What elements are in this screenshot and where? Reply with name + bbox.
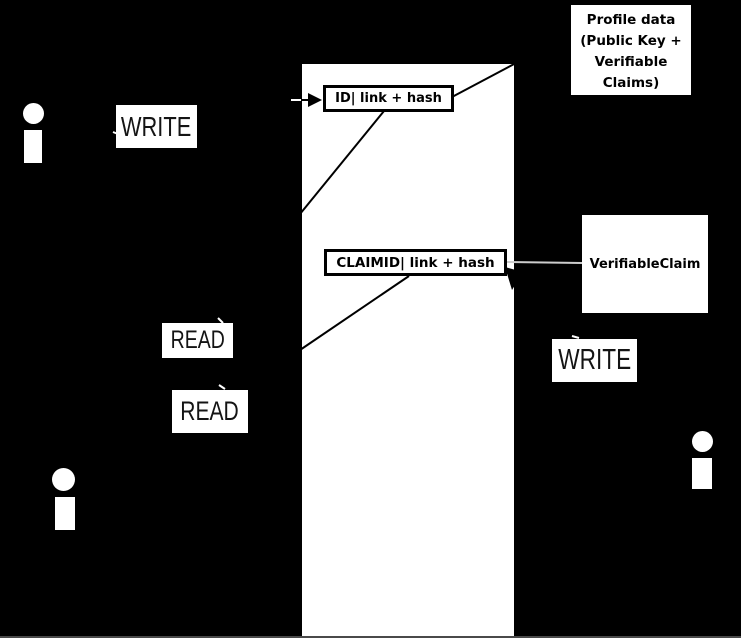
read-claim-label: READ <box>172 390 248 433</box>
claimid-write-arrowhead-icon <box>505 267 523 290</box>
write-arrowhead-icon <box>308 93 322 107</box>
profile-data-line: Profile data <box>586 12 676 28</box>
ledger-entry-id-box: ID| link + hash <box>323 85 454 112</box>
connector-tick <box>218 384 226 390</box>
profile-data-line: Claims) <box>602 75 660 91</box>
id-to-profile-line <box>451 62 517 98</box>
id-read-line <box>299 110 385 215</box>
profile-data-box: Profile data (Public Key + Verifiable Cl… <box>569 3 693 97</box>
connector-tick <box>217 317 224 324</box>
ledger-entry-claimid-label: CLAIMID| link + hash <box>336 254 495 271</box>
write-claim-label: WRITE <box>552 339 637 382</box>
profile-data-line: Verifiable <box>594 54 668 70</box>
blockchain-column <box>300 62 516 638</box>
bottom-edge-strip <box>0 636 741 638</box>
verifiable-claim-label: VerifiableClaim <box>589 256 701 272</box>
verifiable-claim-box: VerifiableClaim <box>582 215 708 313</box>
read-identity-label: READ <box>162 323 233 358</box>
ledger-entry-id-label: ID| link + hash <box>335 91 442 106</box>
write-identity-label: WRITE <box>116 105 197 148</box>
ledger-entry-claimid-box: CLAIMID| link + hash <box>324 249 507 276</box>
connector-tick <box>571 335 580 339</box>
profile-data-line: (Public Key + <box>580 33 682 49</box>
claimid-read-line <box>299 275 410 351</box>
claimid-to-verifiableclaim-line <box>506 261 583 264</box>
